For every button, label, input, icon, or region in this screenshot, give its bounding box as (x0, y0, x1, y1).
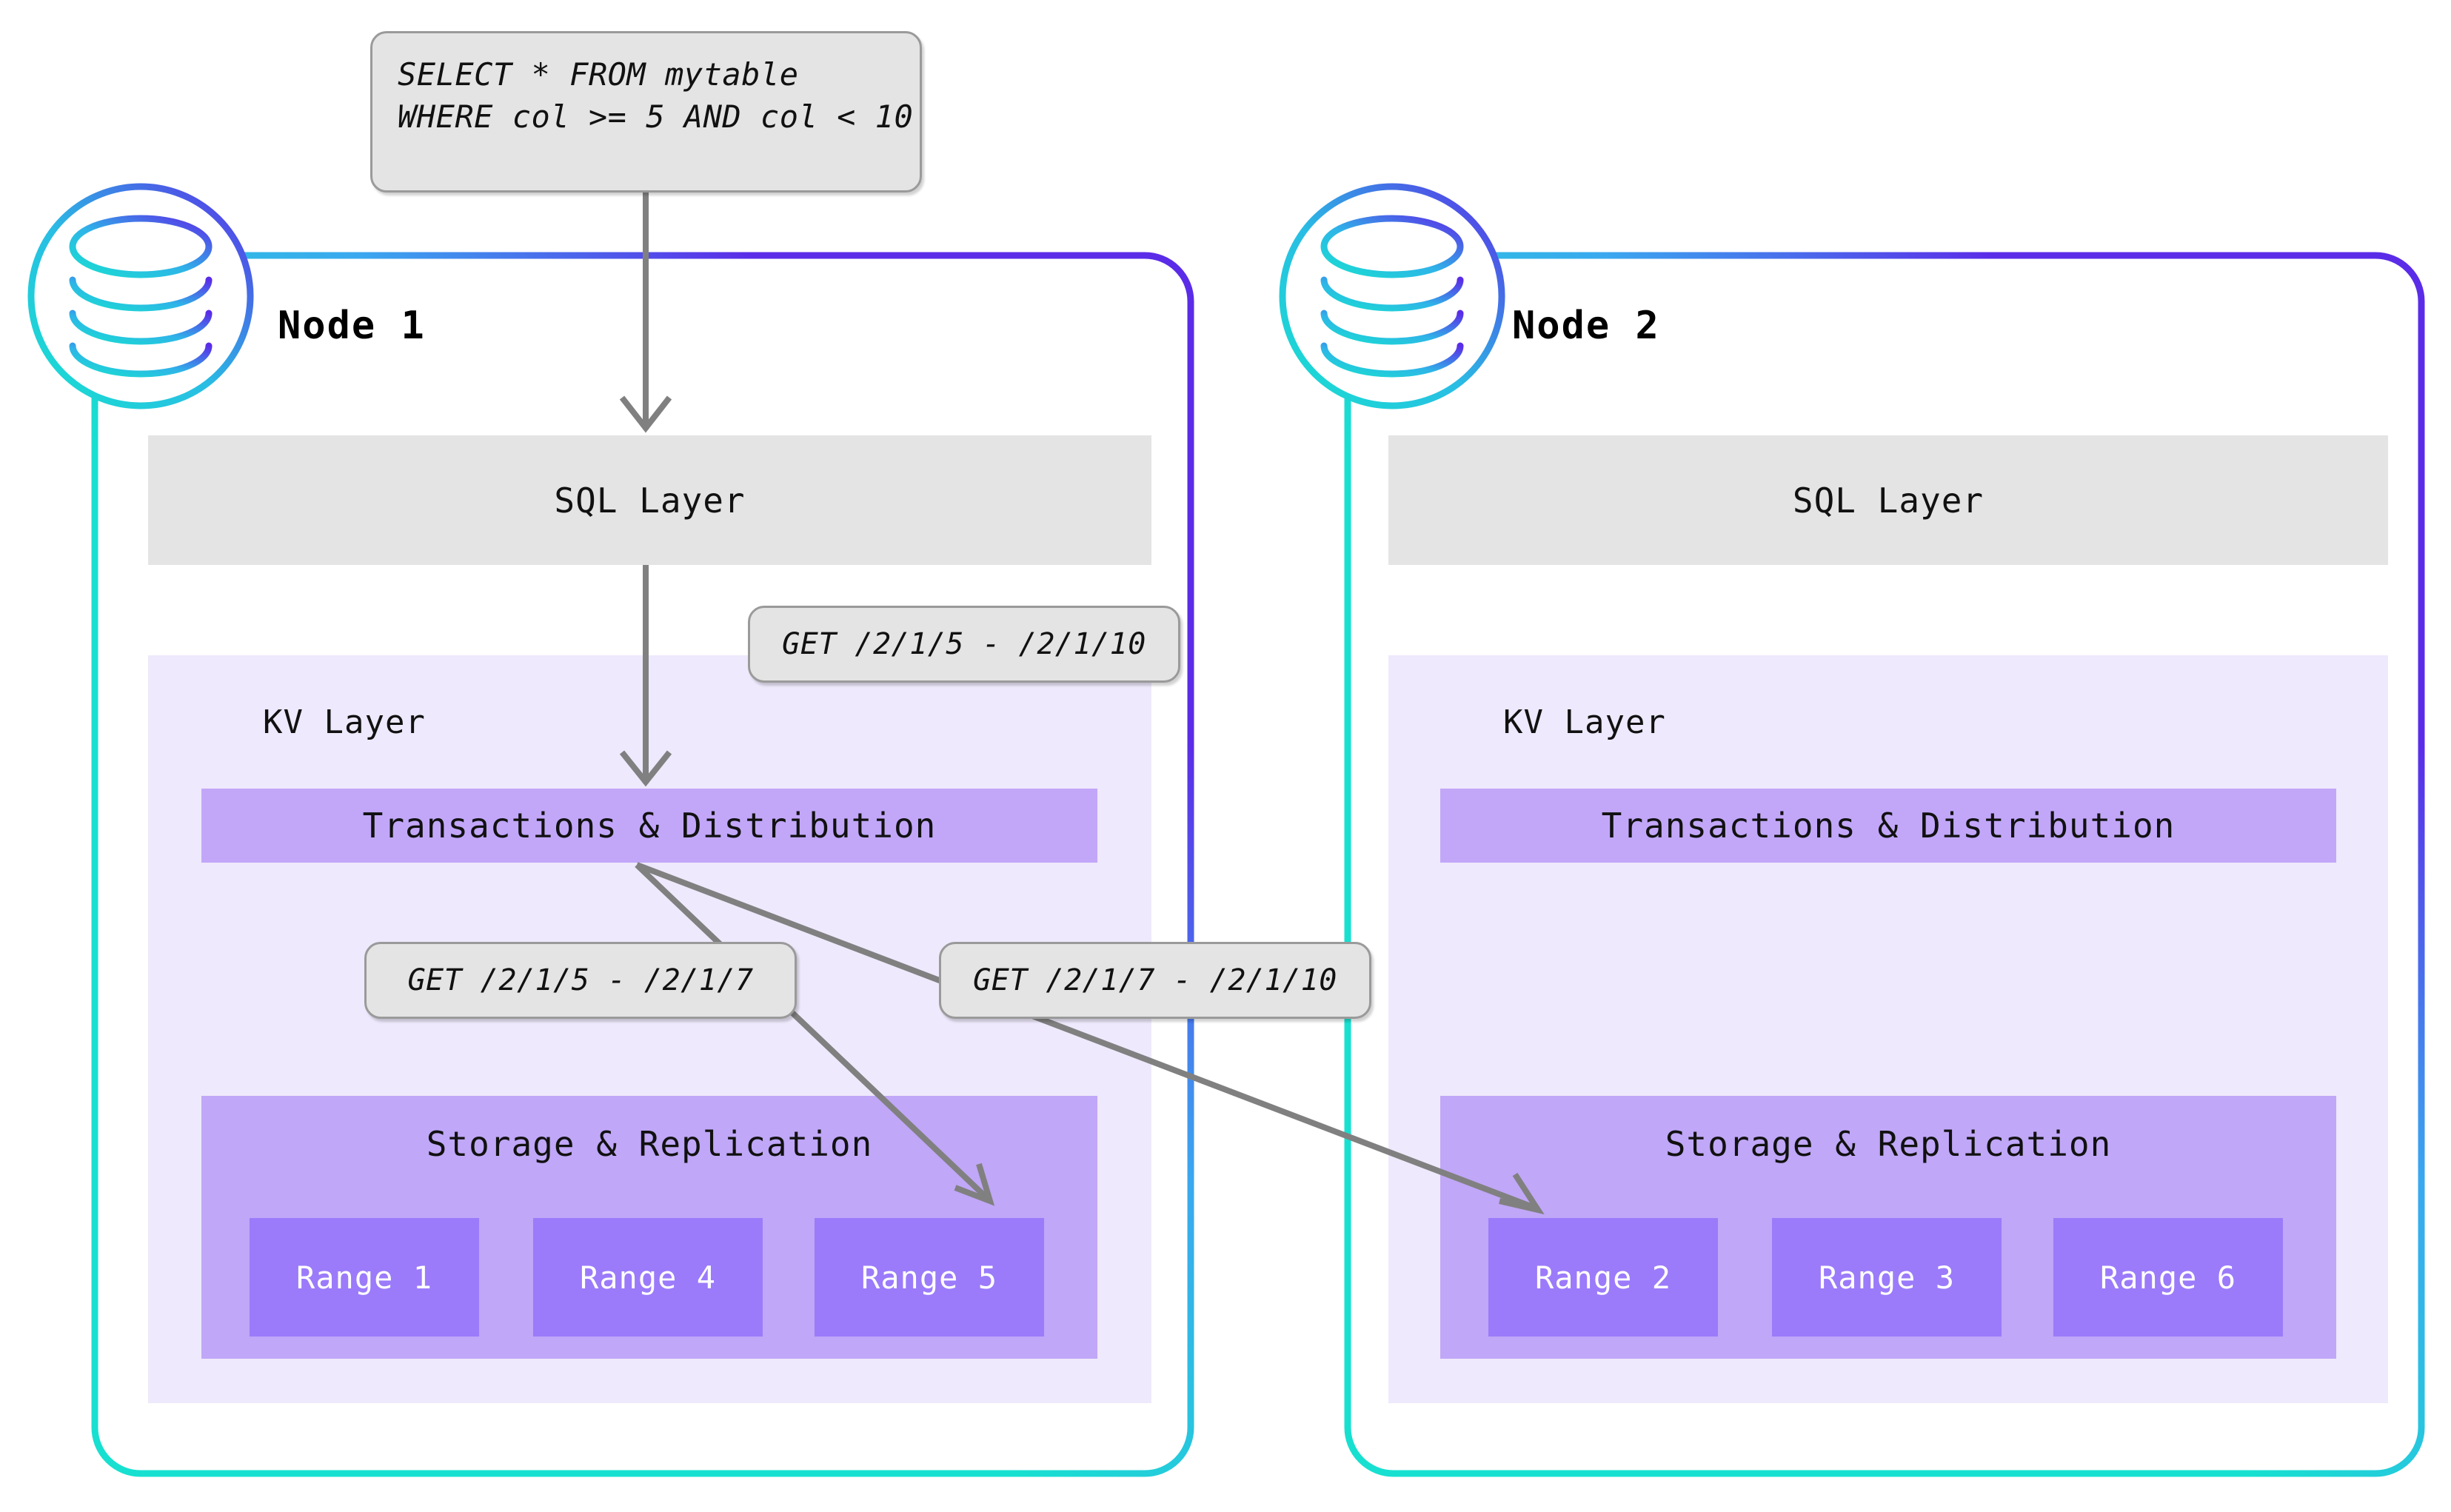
node-2-transactions-bar: Transactions & Distribution (1440, 789, 2336, 863)
badge-sql-to-kv-label: GET /2/1/5 - /2/1/10 (782, 627, 1146, 661)
sql-query-box: SELECT * FROM mytable WHERE col >= 5 AND… (370, 31, 922, 193)
node-2-kv-layer-label: KV Layer (1503, 703, 1666, 741)
node-2-title: Node 2 (1512, 304, 1660, 348)
range-box[interactable]: Range 1 (250, 1218, 479, 1337)
node-2-transactions-label: Transactions & Distribution (1601, 806, 2176, 846)
badge-kv-to-remote-range: GET /2/1/7 - /2/1/10 (939, 942, 1371, 1019)
badge-kv-to-local-range-label: GET /2/1/5 - /2/1/7 (407, 963, 754, 997)
range-label: Range 2 (1534, 1259, 1671, 1296)
range-box[interactable]: Range 5 (815, 1218, 1044, 1337)
range-label: Range 4 (579, 1259, 716, 1296)
badge-kv-to-remote-range-label: GET /2/1/7 - /2/1/10 (973, 963, 1337, 997)
database-cylinder-icon (1320, 215, 1464, 378)
node-1-sql-layer-label: SQL Layer (554, 480, 746, 521)
range-label: Range 3 (1818, 1259, 1955, 1296)
range-label: Range 5 (860, 1259, 997, 1296)
sql-query-line-1: SELECT * FROM mytable (398, 56, 799, 93)
node-1-sql-layer: SQL Layer (148, 435, 1151, 565)
database-cylinder-icon (69, 215, 213, 378)
badge-sql-to-kv: GET /2/1/5 - /2/1/10 (748, 606, 1180, 683)
node-1-kv-layer-label: KV Layer (263, 703, 426, 741)
range-label: Range 1 (295, 1259, 432, 1296)
sql-query-line-2: WHERE col >= 5 AND col < 10 (398, 98, 914, 135)
node-1-title: Node 1 (278, 304, 426, 348)
range-box[interactable]: Range 6 (2053, 1218, 2283, 1337)
badge-kv-to-local-range: GET /2/1/5 - /2/1/7 (364, 942, 797, 1019)
node-1-transactions-bar: Transactions & Distribution (201, 789, 1097, 863)
range-box[interactable]: Range 4 (533, 1218, 763, 1337)
node-1-storage-label: Storage & Replication (426, 1124, 873, 1164)
node-1-storage-band: Storage & Replication Range 1 Range 4 Ra… (201, 1096, 1097, 1359)
node-2-sql-layer: SQL Layer (1388, 435, 2388, 565)
node-2-storage-band: Storage & Replication Range 2 Range 3 Ra… (1440, 1096, 2336, 1359)
node-2-storage-label: Storage & Replication (1665, 1124, 2112, 1164)
node-2-sql-layer-label: SQL Layer (1792, 480, 1984, 521)
range-box[interactable]: Range 2 (1488, 1218, 1718, 1337)
node-2-circle (1279, 183, 1505, 409)
node-1-circle (27, 183, 254, 409)
node-1-transactions-label: Transactions & Distribution (362, 806, 937, 846)
range-label: Range 6 (2099, 1259, 2236, 1296)
range-box[interactable]: Range 3 (1772, 1218, 2002, 1337)
